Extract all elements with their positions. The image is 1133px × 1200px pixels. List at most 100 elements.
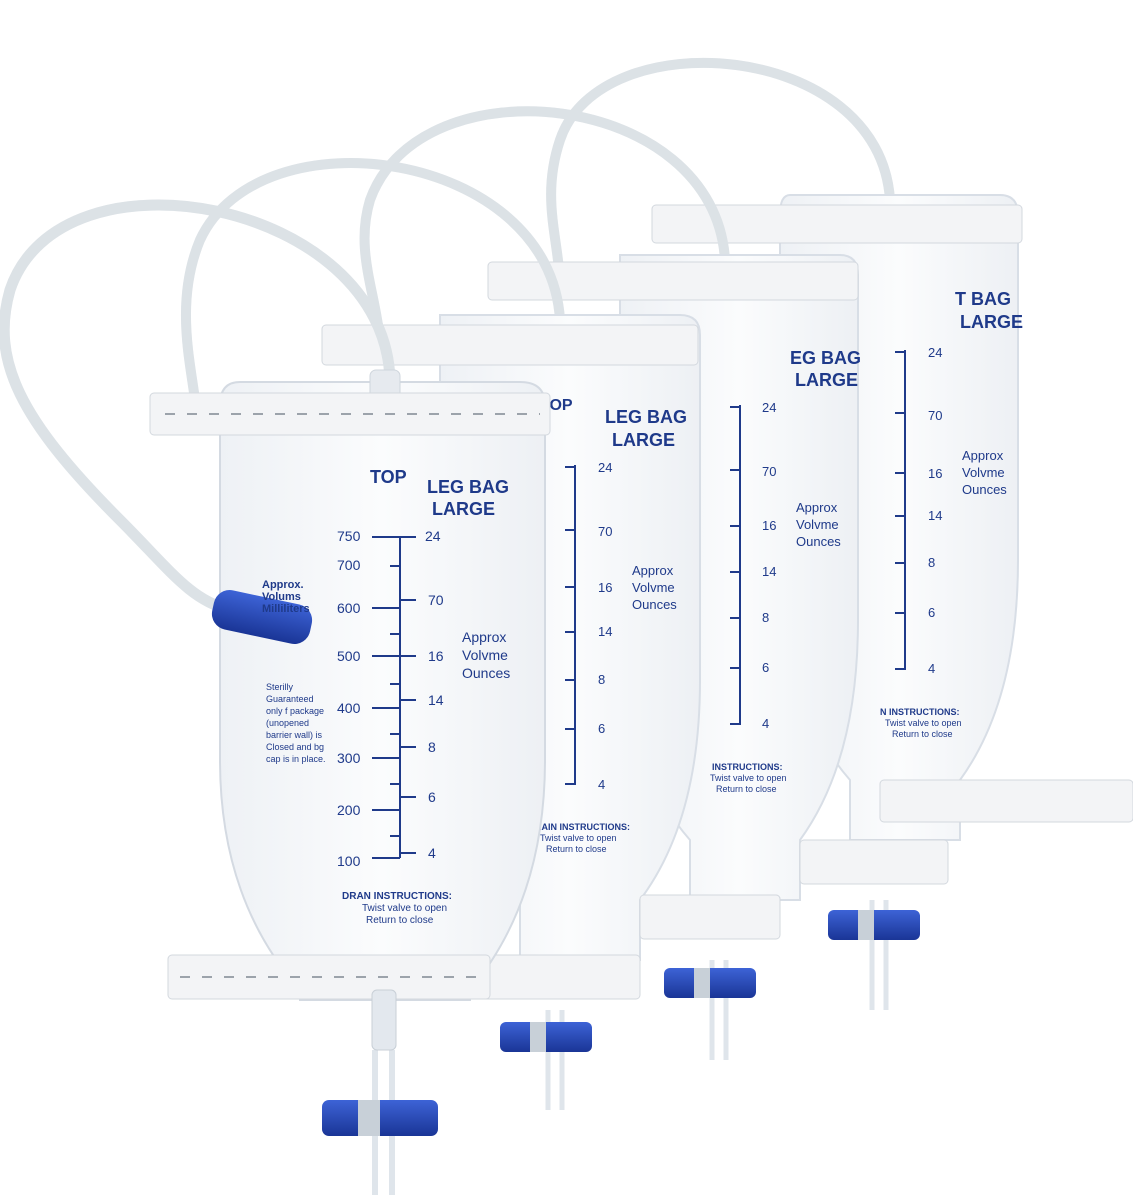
ml-tick-label: 700: [337, 557, 361, 573]
graduation-scale: [895, 350, 906, 670]
leg-strap: [651, 204, 1023, 244]
oz-tick-label: 14: [928, 508, 942, 523]
oz-tick-label: 24: [425, 528, 441, 544]
drain-instructions-line: Twist valve to open: [540, 833, 617, 843]
oz-tick-label: 70: [598, 524, 612, 539]
sterility-note: Sterilly: [266, 682, 294, 692]
ml-tick-label: 300: [337, 750, 361, 766]
drain-instructions-line: Return to close: [892, 729, 953, 739]
approx-label: Ounces: [962, 482, 1007, 497]
leg-strap: [321, 324, 699, 366]
cap-plug: [211, 590, 313, 644]
approx-label: Volvme: [462, 647, 508, 663]
oz-tick-label: 4: [762, 716, 769, 731]
oz-tick-label: 70: [928, 408, 942, 423]
oz-tick-label: 8: [928, 555, 935, 570]
approx-label: Ounces: [632, 597, 677, 612]
graduation-scale: [730, 405, 741, 725]
valve-band: [858, 910, 874, 940]
ml-note: Milliliters: [262, 603, 310, 615]
bag-title: LARGE: [432, 499, 495, 519]
approx-label: Approx: [462, 629, 506, 645]
sterility-note: barrier wall) is: [266, 730, 323, 740]
bag-title: LARGE: [795, 370, 858, 390]
approx-label: Approx: [962, 448, 1004, 463]
outlet-tube: [359, 106, 730, 341]
oz-tick-label: 8: [762, 610, 769, 625]
sterility-note: only f package: [266, 706, 324, 716]
oz-tick-label: 4: [428, 845, 436, 861]
sterility-note: Closed and bg: [266, 742, 324, 752]
ml-tick-label: 100: [337, 853, 361, 869]
bag-title: EG BAG: [790, 348, 861, 368]
outlet-tube: [0, 199, 396, 616]
drain-instructions-title: INSTRUCTIONS:: [712, 762, 783, 772]
outlet-tube: [546, 57, 895, 291]
outlet-tube: [359, 106, 730, 341]
leg-strap: [799, 839, 949, 885]
ml-note: Volums: [262, 591, 301, 603]
ml-tick-label: 600: [337, 600, 361, 616]
outlet-tube: [546, 57, 895, 291]
bag-title: LEG BAG: [427, 477, 509, 497]
leg-strap: [639, 894, 781, 940]
oz-tick-label: 70: [762, 464, 776, 479]
approx-label: Volvme: [632, 580, 675, 595]
oz-tick-label: 6: [428, 789, 436, 805]
oz-tick-label: 8: [598, 672, 605, 687]
approx-label: Approx: [796, 500, 838, 515]
valve-band: [694, 968, 710, 998]
bag-title: LARGE: [612, 430, 675, 450]
ml-tick-label: 500: [337, 648, 361, 664]
drain-instructions-title: DRAN INSTRUCTIONS:: [342, 891, 452, 902]
oz-tick-label: 16: [598, 580, 612, 595]
bag-title: LEG BAG: [605, 407, 687, 427]
sterility-note: cap is in place.: [266, 754, 326, 764]
drain-instructions-line: Return to close: [546, 844, 607, 854]
oz-tick-label: 16: [428, 648, 444, 664]
sterility-note: (unopened: [266, 718, 309, 728]
drain-instructions-title: N INSTRUCTIONS:: [880, 707, 960, 717]
oz-tick-label: 8: [428, 739, 436, 755]
bag-title: LARGE: [960, 312, 1023, 332]
drain-instructions-line: Twist valve to open: [885, 718, 962, 728]
bag-title: T BAG: [955, 289, 1011, 309]
valve-connector: [371, 989, 397, 1051]
leg-strap: [487, 261, 859, 301]
ml-note: Approx.: [262, 579, 304, 591]
oz-tick-label: 70: [428, 592, 444, 608]
oz-tick-label: 16: [928, 466, 942, 481]
top-label: TOP: [370, 467, 407, 487]
sterility-note: Guaranteed: [266, 694, 314, 704]
oz-tick-label: 14: [598, 624, 612, 639]
valve-band: [358, 1100, 380, 1136]
outlet-tube: [181, 158, 565, 401]
graduation-scale: [565, 465, 576, 785]
approx-label: Approx: [632, 563, 674, 578]
drain-instructions-line: Return to close: [716, 784, 777, 794]
oz-tick-label: 24: [598, 460, 612, 475]
drain-instructions-title: RAIN INSTRUCTIONS:: [535, 822, 630, 832]
leg-strap: [879, 779, 1133, 823]
outlet-tube: [181, 158, 565, 401]
oz-tick-label: 14: [428, 692, 444, 708]
leg-strap: [469, 954, 641, 1000]
graduation-scale: [372, 536, 416, 859]
oz-tick-label: 16: [762, 518, 776, 533]
oz-tick-label: 4: [598, 777, 605, 792]
ml-tick-label: 400: [337, 700, 361, 716]
outlet-tube: [0, 199, 396, 616]
oz-tick-label: 6: [762, 660, 769, 675]
drain-instructions-line: Twist valve to open: [362, 903, 447, 914]
drain-instructions-line: Return to close: [366, 915, 434, 926]
oz-tick-label: 6: [598, 721, 605, 736]
approx-label: Ounces: [462, 665, 510, 681]
oz-tick-label: 24: [928, 345, 942, 360]
drain-instructions-line: Twist valve to open: [710, 773, 787, 783]
ml-tick-label: 200: [337, 802, 361, 818]
approx-label: Ounces: [796, 534, 841, 549]
oz-tick-label: 4: [928, 661, 935, 676]
oz-tick-label: 24: [762, 400, 776, 415]
ml-tick-label: 750: [337, 528, 361, 544]
